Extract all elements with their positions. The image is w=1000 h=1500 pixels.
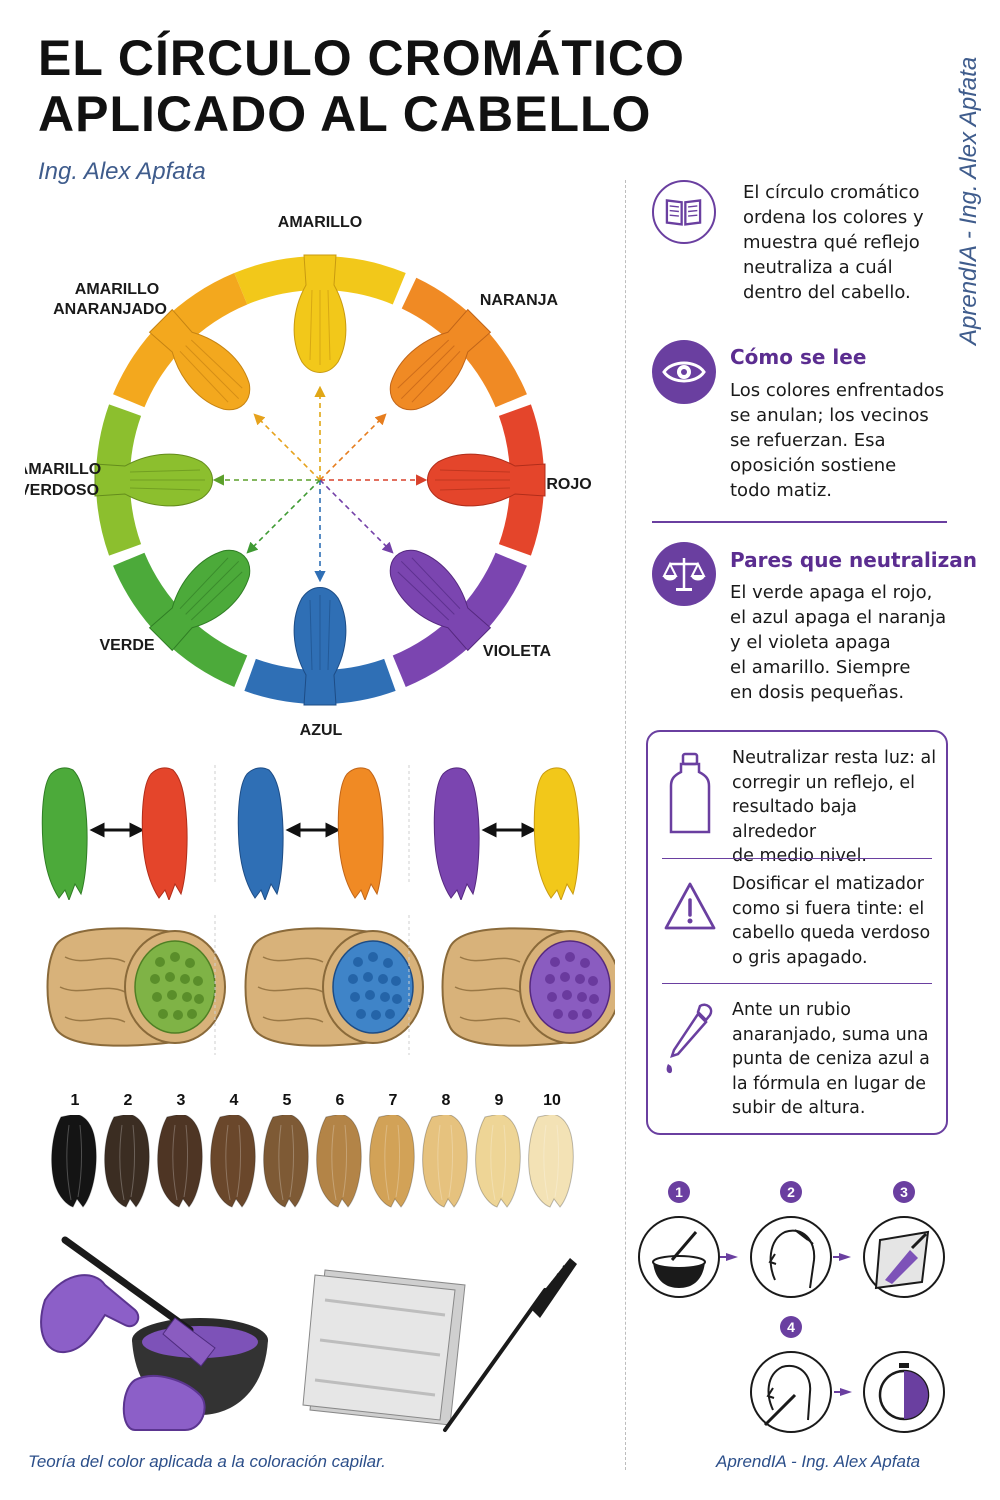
pair-azul-naranja [237,767,384,900]
level-swatch [475,1115,521,1208]
como-se-lee-text: Los colores enfrentados se anulan; los v… [730,380,945,501]
label-rojo: ROJO [546,476,591,493]
hair-cross-sections [46,915,615,1055]
intro-text: El círculo cromático ordena los colores … [743,182,924,303]
head-step-icon [768,1229,816,1289]
level-number: 1 [70,1092,80,1109]
label-amarillo: AMARILLO [278,214,362,231]
label-violeta: VIOLETA [483,643,552,660]
cross-section-azul [244,927,424,1047]
pares-title: Pares que neutralizan [730,548,978,572]
level-swatch [369,1115,415,1208]
gloved-hand-icon [40,1274,206,1431]
level-numbers: 1 2 3 4 5 6 7 8 9 10 [55,1092,595,1114]
author: Ing. Alex Apfata [38,158,206,185]
pares-text: El verde apaga el rojo, el azul apaga el… [730,582,947,703]
strand-rojo [427,453,546,507]
color-wheel: AMARILLO AMARILLO ANARANJADO NARANJA AMA… [25,214,592,739]
bottle-icon [665,750,715,844]
level-number: 8 [441,1092,451,1109]
brush-icon [61,1236,216,1367]
label-amarillo-anaranjado-1: AMARILLO [75,281,159,298]
label-naranja: NARANJA [480,292,559,309]
pair-violeta-amarillo [433,767,580,900]
strand-amarillo [293,254,347,373]
step-number: 3 [900,1184,908,1200]
strand-violeta [389,549,492,652]
level-number: 10 [543,1092,561,1109]
level-swatches [51,1115,574,1208]
section-divider [652,521,947,523]
tools-illustration [40,1236,577,1432]
bowl-step-icon [652,1231,706,1288]
page-title: EL CÍRCULO CROMÁTICO APLICADO AL CABELLO [38,30,738,142]
level-number: 7 [388,1092,398,1109]
tip-1: Neutralizar resta luz: al corregir un re… [732,748,937,866]
level-swatch [528,1115,574,1208]
side-brand: AprendIA - Ing. Alex Apfata [955,56,982,345]
timer-step-icon [878,1363,930,1421]
step-apply-circle [750,1351,832,1433]
cross-section-violeta [441,927,615,1047]
step-number: 2 [787,1184,795,1200]
level-swatch [157,1115,203,1208]
foil-step-icon [874,1230,930,1290]
eye-icon [652,340,716,404]
comb-icon [443,1258,577,1432]
complement-pairs [41,765,580,900]
label-azul: AZUL [300,722,343,739]
foil-icon [302,1269,466,1426]
wheel-ring [94,254,546,706]
step-timer-circle [863,1351,945,1433]
strand-amarillo-verdoso [94,453,213,507]
footer-brand: AprendIA - Ing. Alex Apfata [716,1452,921,1471]
title-line-2: APLICADO AL CABELLO [38,86,652,142]
scale-icon [652,542,716,606]
strand-verde [148,549,251,652]
step-mix-circle [638,1216,720,1298]
book-icon [652,180,716,244]
strand-naranja [389,308,492,411]
apply-step-icon [763,1364,812,1427]
step-number: 1 [675,1184,683,1200]
level-number: 5 [282,1092,292,1109]
level-number: 6 [335,1092,345,1109]
footer-caption: Teoría del color aplicada a la coloració… [28,1452,386,1471]
label-amarillo-verdoso-2: VERDOSO [25,482,99,499]
label-amarillo-verdoso-1: AMARILLO [25,461,101,478]
tip-2: Dosificar el matizador como si fuera tin… [732,874,931,968]
tip-3: Ante un rubio anaranjado, suma una punta… [732,1000,930,1118]
label-amarillo-anaranjado-2: ANARANJADO [53,301,167,318]
dropper-icon [660,1000,720,1084]
label-verde: VERDE [99,637,154,654]
level-swatch [210,1115,256,1208]
level-number: 9 [494,1092,504,1109]
cross-section-verde [46,927,226,1047]
column-divider [625,180,626,1470]
step-section-circle [750,1216,832,1298]
tip-divider [662,858,932,859]
strand-amarillo-anaranjado [148,308,251,411]
level-swatch [316,1115,362,1208]
step-number: 4 [787,1319,795,1335]
tip-divider [662,983,932,984]
step-foil-circle [863,1216,945,1298]
level-swatch [422,1115,468,1208]
level-swatch [51,1115,97,1208]
steps-process: 1 2 3 4 [638,1181,945,1433]
tips-box [646,730,948,1135]
title-line-1: EL CÍRCULO CROMÁTICO [38,30,685,86]
como-se-lee-title: Cómo se lee [730,345,867,369]
level-number: 3 [176,1092,186,1109]
strand-azul [293,587,347,706]
level-swatch [104,1115,150,1208]
level-number: 4 [229,1092,239,1109]
pair-verde-rojo [41,767,188,900]
warning-icon [662,878,718,938]
level-swatch [263,1115,309,1208]
level-number: 2 [123,1092,133,1109]
